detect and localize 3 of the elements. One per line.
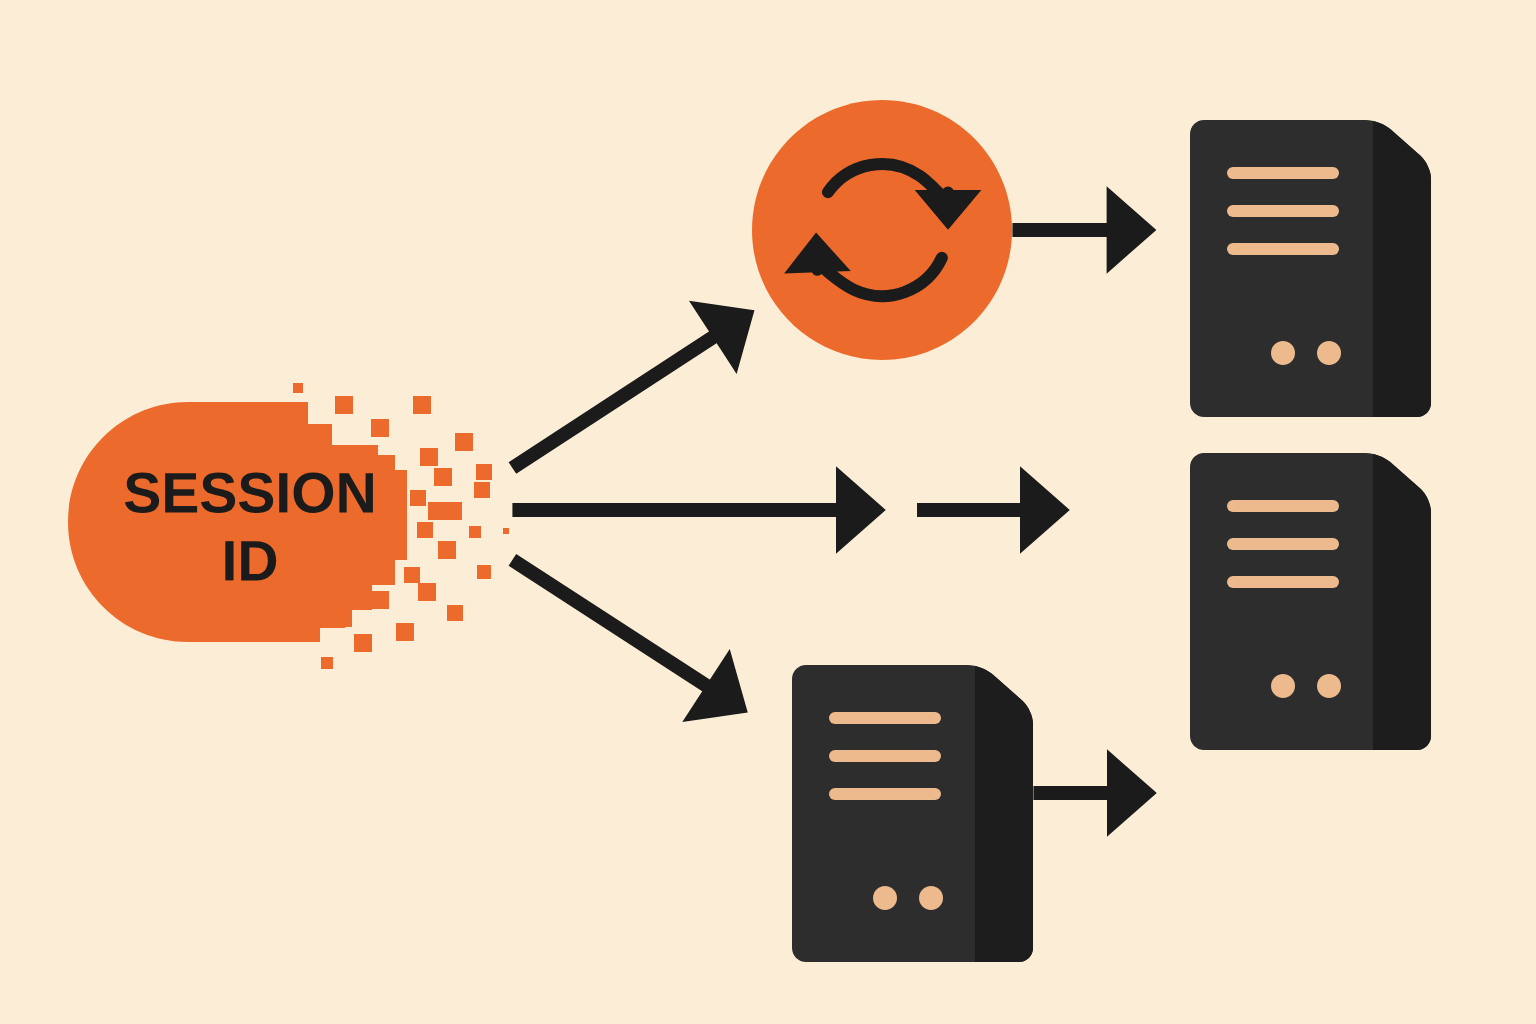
server-tower	[1190, 453, 1431, 750]
server-tower	[792, 665, 1033, 962]
server-tower	[1190, 120, 1431, 417]
